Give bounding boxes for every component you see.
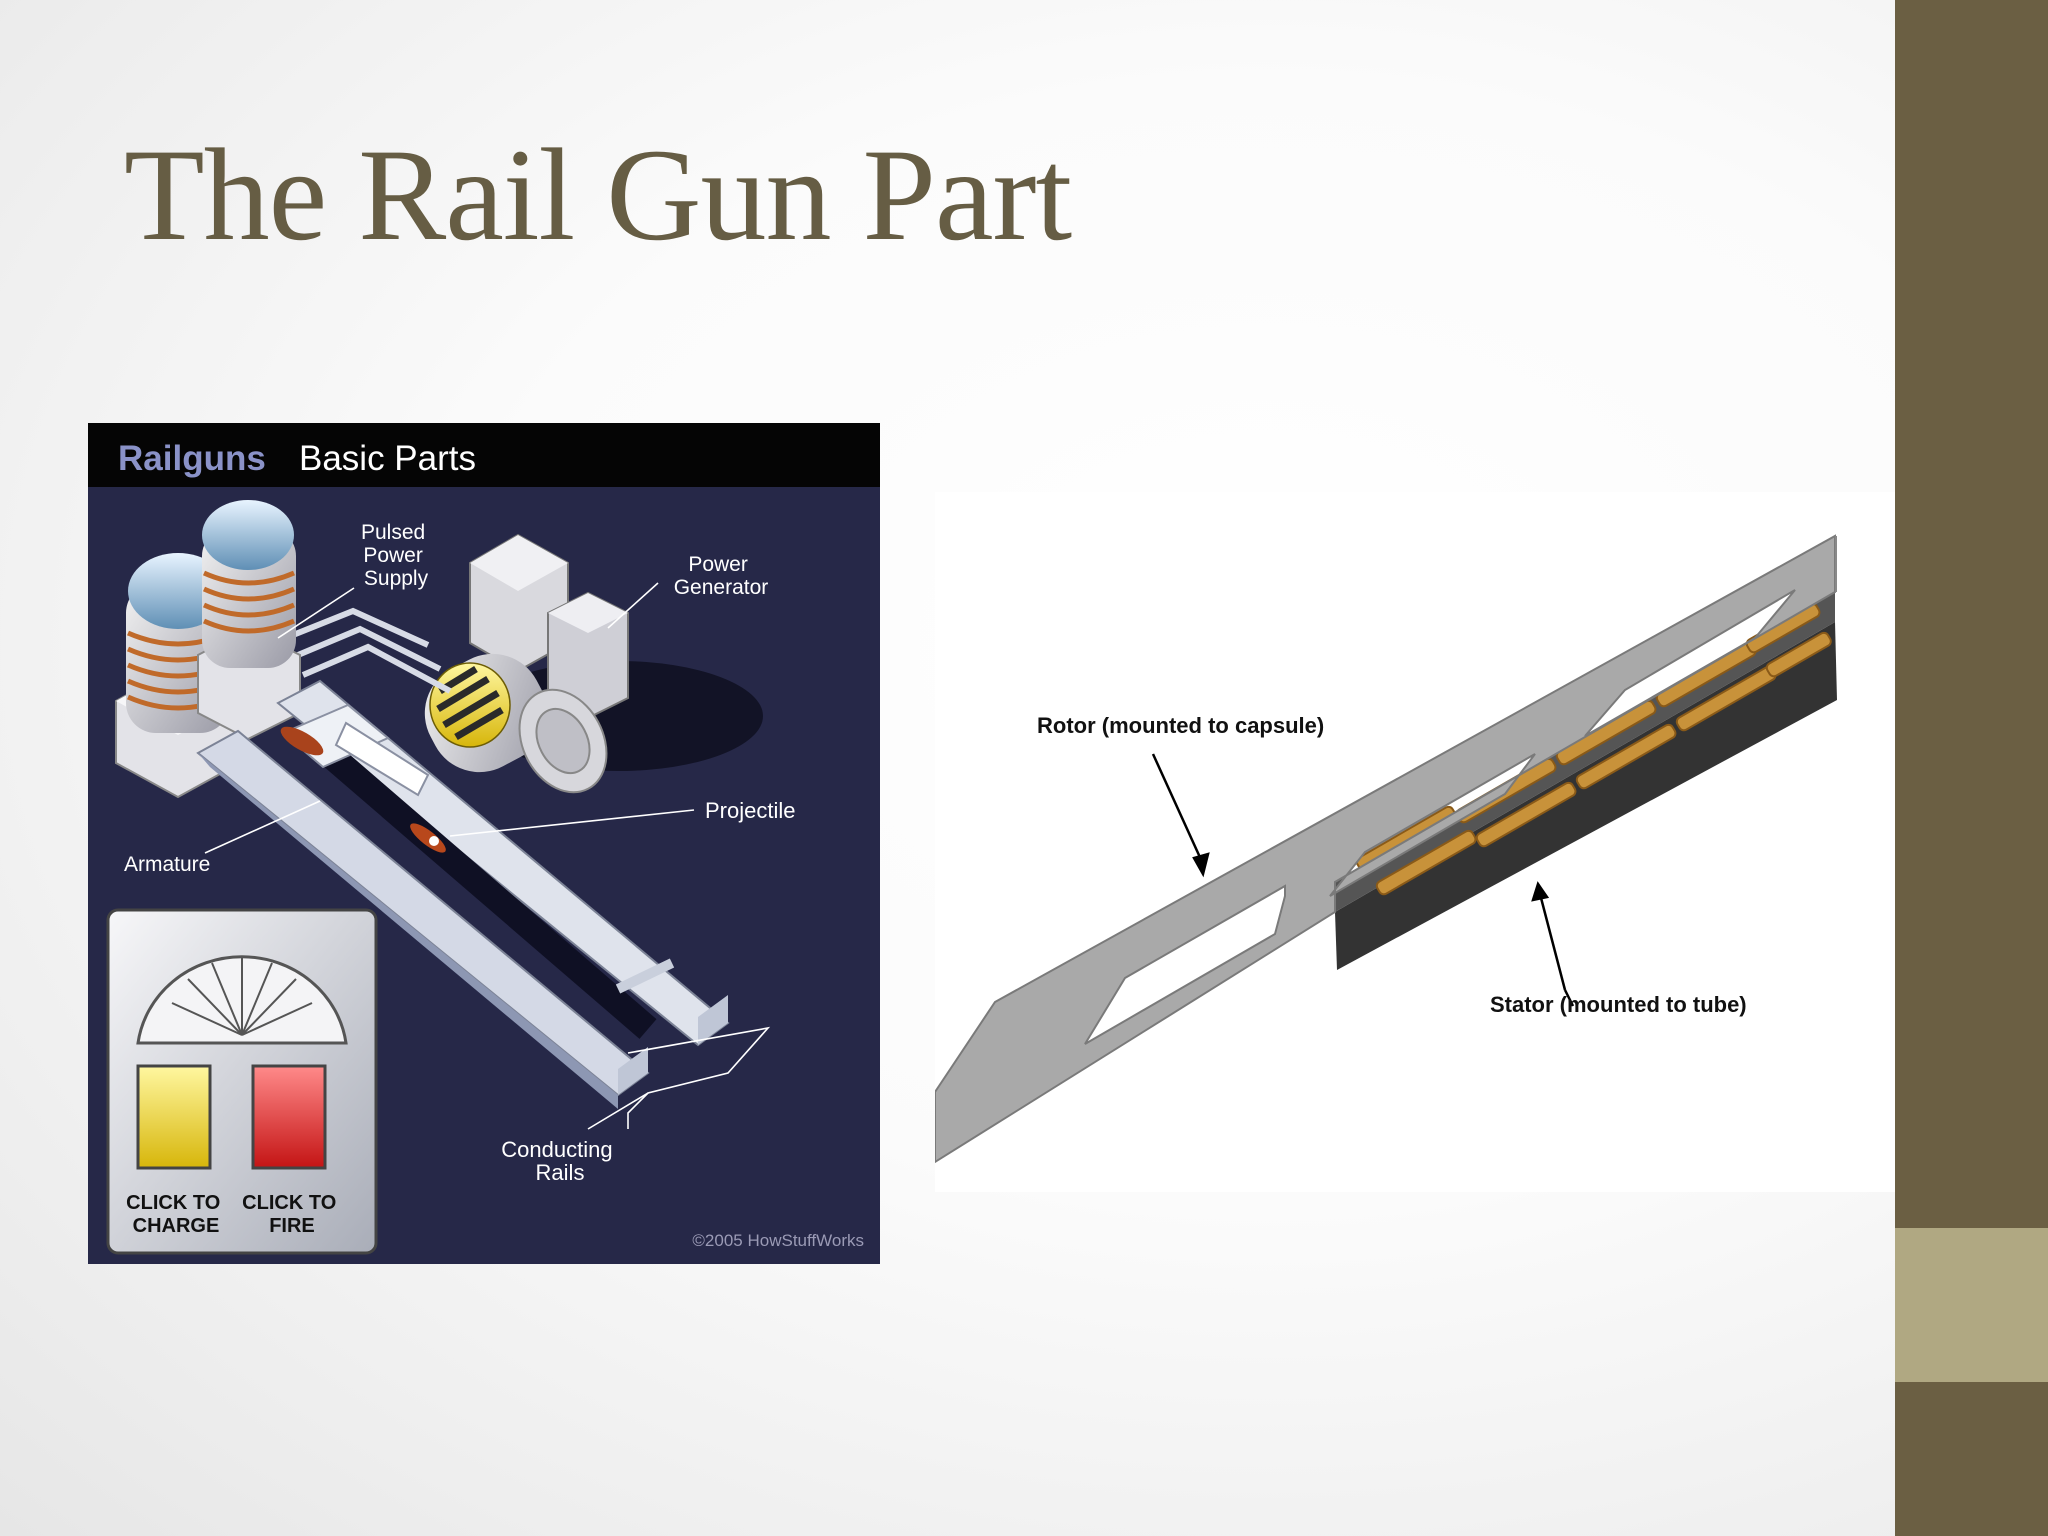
label-pulsed-power-supply: Pulsed Power Supply xyxy=(361,521,431,590)
rotor-stator-figure: Rotor (mounted to capsule) Stator (mount… xyxy=(935,492,1895,1192)
label-armature: Armature xyxy=(124,853,210,876)
stator-arrow-icon xyxy=(1533,884,1547,900)
rotor-arrow-icon xyxy=(1194,854,1208,874)
rotor-label: Rotor (mounted to capsule) xyxy=(1037,713,1324,738)
power-generator xyxy=(407,535,628,807)
header-basic-parts: Basic Parts xyxy=(299,439,476,478)
charge-button[interactable]: CLICK TO CHARGE xyxy=(126,1066,226,1237)
railgun-parts-figure: Railguns Basic Parts xyxy=(88,423,880,1264)
power-cables xyxy=(293,611,450,691)
stator-label: Stator (mounted to tube) xyxy=(1490,992,1747,1017)
label-power-generator: Power Generator xyxy=(674,553,769,599)
slide-title: The Rail Gun Part xyxy=(124,118,1071,271)
charge-button-label: CLICK TO CHARGE xyxy=(126,1192,226,1237)
copyright-credit: ©2005 HowStuffWorks xyxy=(692,1231,864,1250)
side-bar-accent xyxy=(1895,1228,2048,1382)
header-railguns: Railguns xyxy=(118,439,266,478)
label-projectile: Projectile xyxy=(705,798,795,823)
label-conducting-rails: Conducting Rails xyxy=(501,1137,618,1185)
